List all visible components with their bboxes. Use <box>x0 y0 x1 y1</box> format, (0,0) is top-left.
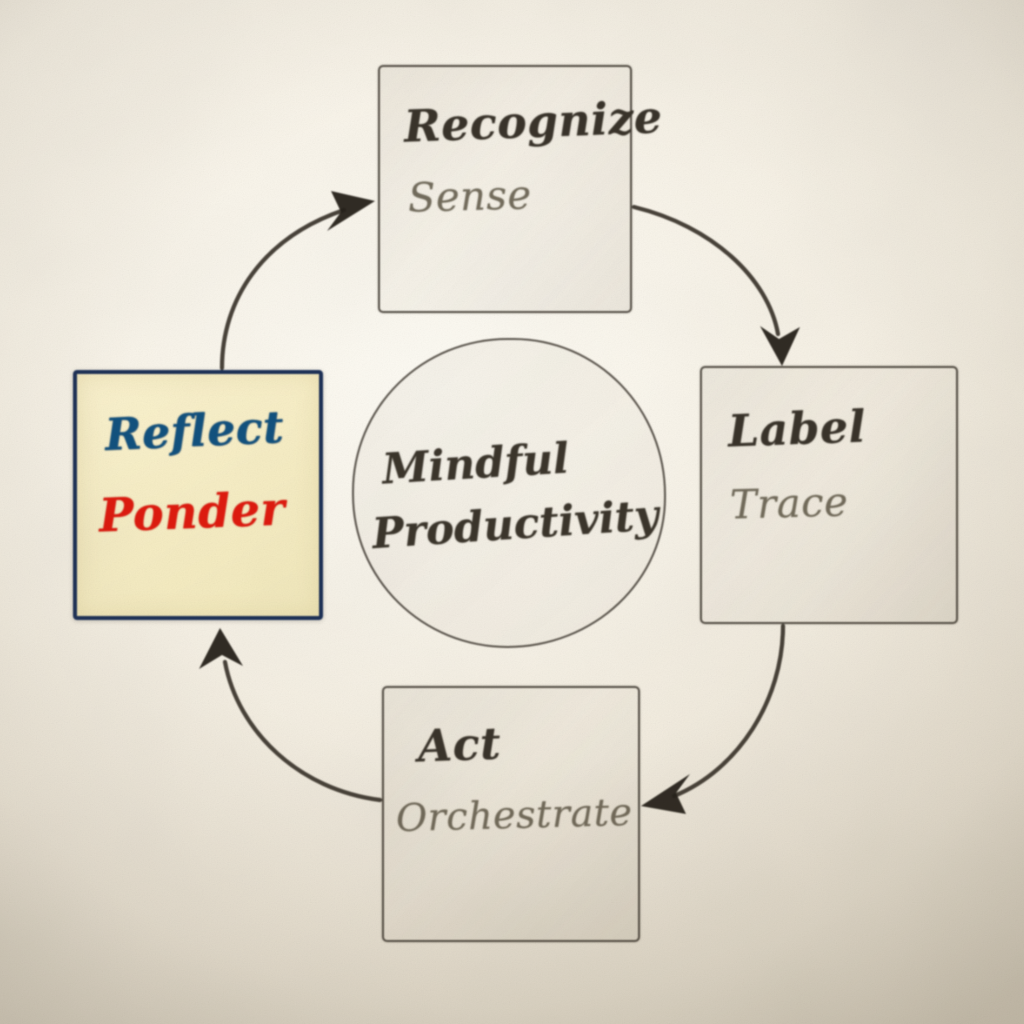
node-reflect-subtitle: Ponder <box>98 481 287 543</box>
node-recognize-subtitle: Sense <box>407 172 533 222</box>
node-reflect-title: Reflect <box>103 401 285 462</box>
node-recognize[interactable]: Recognize Sense <box>378 65 663 313</box>
center-hub-line-2: Productivity <box>370 490 660 559</box>
node-recognize-title: Recognize <box>403 92 664 153</box>
center-hub-line-1: Mindful <box>380 433 570 494</box>
arrow-act-to-reflect <box>199 628 383 803</box>
node-label-subtitle: Trace <box>729 479 849 529</box>
node-label-title: Label <box>727 401 867 458</box>
node-act-subtitle: Orchestrate <box>395 789 633 841</box>
arrow-recognize-to-label <box>631 204 800 366</box>
arrow-reflect-to-recognize <box>219 191 375 371</box>
node-reflect[interactable]: Reflect Ponder <box>73 370 323 620</box>
node-act[interactable]: Act Orchestrate <box>382 686 640 942</box>
arrow-label-to-act <box>641 623 786 814</box>
node-act-title: Act <box>417 718 502 773</box>
center-hub: Mindful Productivity <box>352 338 666 648</box>
node-label[interactable]: Label Trace <box>700 366 958 624</box>
